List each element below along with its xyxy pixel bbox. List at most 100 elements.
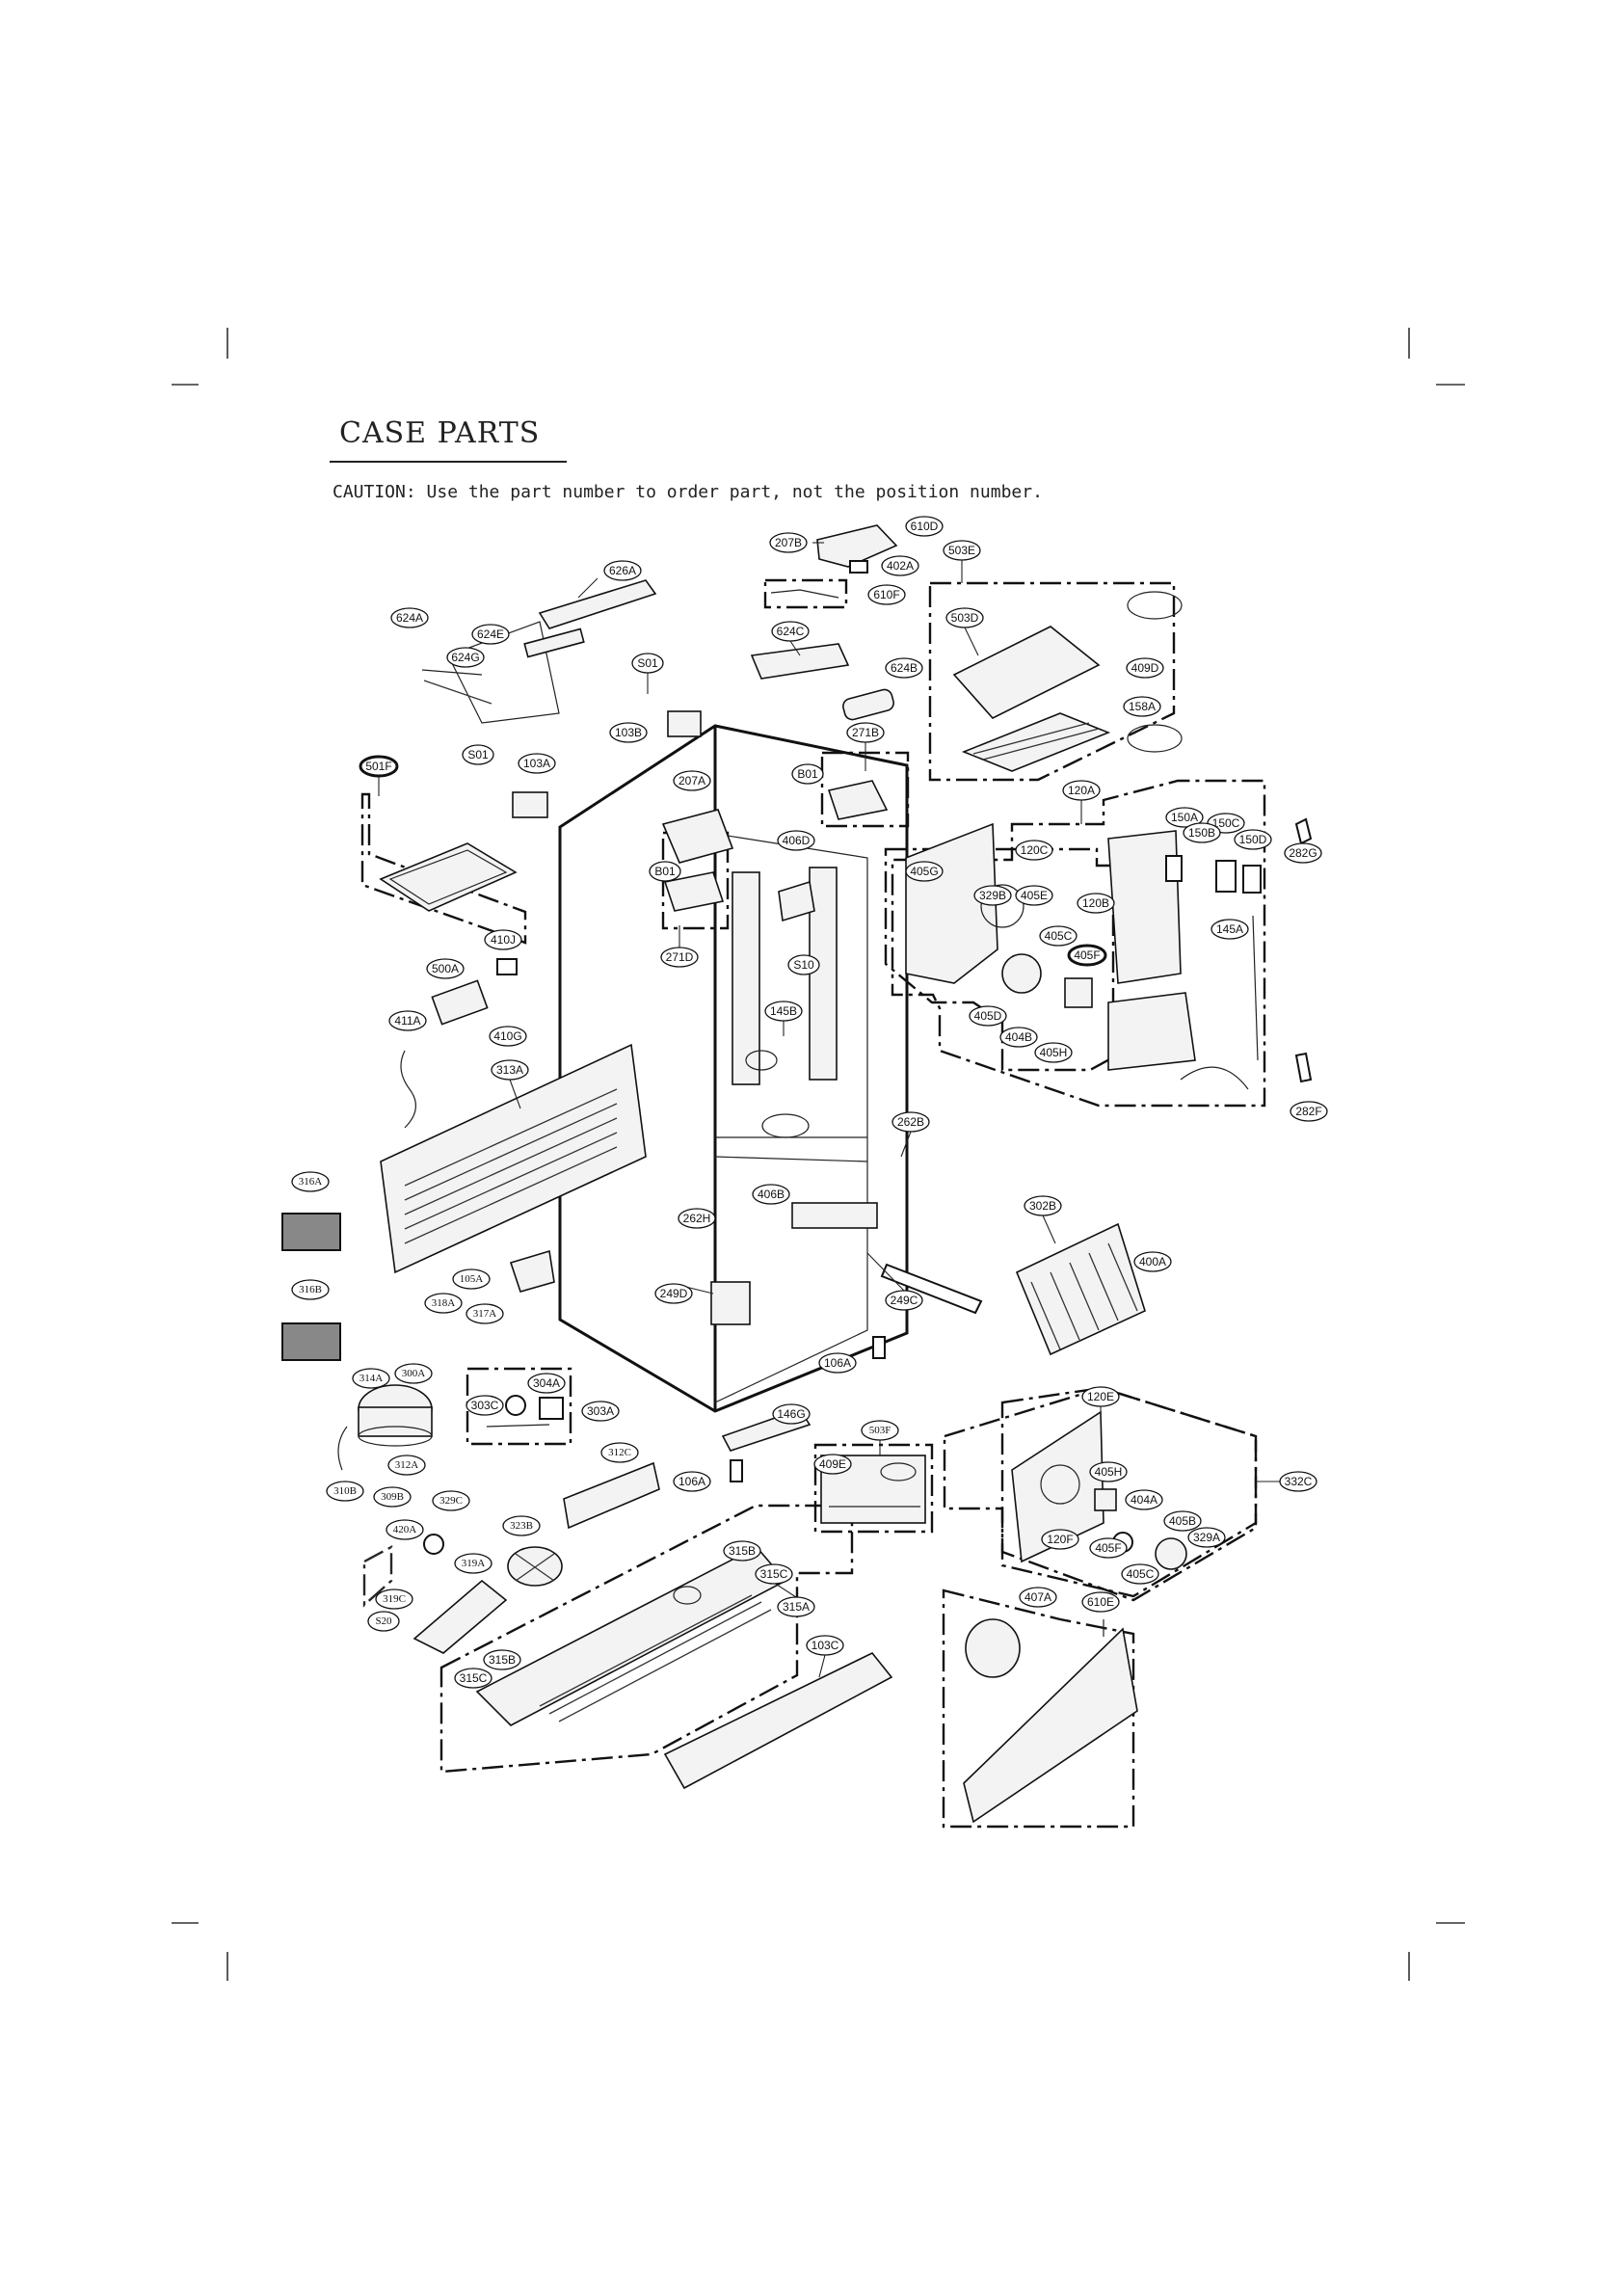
callout-oval [491, 1059, 529, 1081]
callout-317a: 317A [466, 1303, 504, 1324]
callout-315a: 315A [777, 1596, 815, 1617]
callout-309b: 309B [373, 1486, 412, 1508]
callout-oval [1121, 1563, 1159, 1585]
parts-right [905, 817, 1313, 1090]
callout-oval [375, 1589, 413, 1610]
callout-s20: S20 [367, 1611, 400, 1632]
parts-top-center [512, 524, 898, 922]
hinge-207a [661, 809, 734, 864]
callout-text: 329A [1193, 1531, 1220, 1544]
page-title: CASE PARTS [339, 416, 541, 450]
callout-text: 329B [979, 889, 1006, 902]
callout-text: 249D [660, 1287, 688, 1300]
motor-404b [1064, 977, 1093, 1008]
panel-501f [379, 842, 518, 912]
callout-text: 318A [432, 1297, 456, 1309]
gear-420a [423, 1534, 444, 1555]
callout-oval [1015, 840, 1053, 861]
callout-oval [527, 1373, 566, 1394]
callout-oval [891, 1111, 930, 1133]
pcb-500a [431, 979, 489, 1026]
callout-oval [818, 1352, 857, 1374]
callout-text: 303C [471, 1399, 499, 1412]
callout-text: 503E [948, 544, 975, 557]
callout-oval [609, 722, 648, 743]
crisper-rail [791, 1202, 878, 1229]
callout-106a: 106A [673, 1471, 711, 1492]
callout-text: 103C [812, 1639, 839, 1652]
callout-s01: S01 [631, 653, 664, 674]
callout-oval [1077, 893, 1115, 914]
callout-text: 406B [758, 1188, 785, 1201]
callout-oval [1279, 1471, 1317, 1492]
callout-text: 106A [678, 1475, 705, 1488]
callout-text: 282F [1295, 1105, 1321, 1118]
relay-group-303 [486, 1395, 564, 1428]
callout-text: 624B [891, 661, 918, 675]
callout-text: 624E [477, 627, 504, 641]
motor-404a [1094, 1488, 1117, 1511]
callout-text: 405B [1169, 1514, 1196, 1528]
callout-103a: 103A [518, 753, 556, 774]
callout-oval [502, 1515, 541, 1536]
callout-207a: 207A [673, 770, 711, 791]
callout-oval [905, 861, 944, 882]
callout-text: 282G [1289, 846, 1317, 860]
callout-312c: 312C [600, 1442, 639, 1463]
callout-text: 420A [393, 1524, 417, 1535]
callout-text: 315B [489, 1653, 516, 1667]
callout-312a: 312A [387, 1455, 426, 1476]
callout-text: 105A [460, 1273, 484, 1285]
panel-120f [1011, 1410, 1104, 1563]
callout-oval [1041, 1529, 1079, 1550]
callout-oval [1019, 1587, 1057, 1608]
callout-text: 309B [381, 1491, 404, 1503]
callout-405g: 405G [905, 861, 944, 882]
callout-text: 404B [1005, 1030, 1032, 1044]
callout-404b: 404B [999, 1027, 1038, 1048]
vent-grille [404, 1088, 618, 1244]
housing-lower [1107, 992, 1196, 1071]
callout-text: 262B [897, 1115, 924, 1129]
callout-303c: 303C [466, 1395, 504, 1416]
callout-oval [1015, 885, 1053, 906]
grille-103c [663, 1652, 893, 1790]
callout-407a: 407A [1019, 1587, 1057, 1608]
callout-146g: 146G [772, 1403, 811, 1425]
callout-262b: 262B [891, 1111, 930, 1133]
callout-oval [813, 1454, 852, 1475]
callout-text: 120E [1087, 1390, 1114, 1403]
callout-text: 120C [1021, 843, 1049, 857]
callout-text: 624C [777, 625, 805, 638]
callout-oval [1067, 944, 1107, 967]
callout-text: 405C [1045, 929, 1073, 943]
callout-text: 150B [1188, 826, 1215, 840]
callout-oval [969, 1005, 1007, 1027]
callout-text: 410G [493, 1029, 521, 1043]
callout-text: 315C [460, 1671, 488, 1685]
callout-oval [454, 1668, 492, 1689]
callout-329c: 329C [432, 1490, 470, 1511]
callout-oval [945, 607, 984, 628]
callout-271b: 271B [846, 722, 885, 743]
callout-oval [1089, 1461, 1128, 1482]
callout-oval [432, 1490, 470, 1511]
fan-407a [965, 1618, 1021, 1678]
callout-text: 315B [729, 1544, 756, 1558]
callout-oval [1187, 1527, 1226, 1548]
callout-oval [631, 653, 664, 674]
callout-oval [388, 1010, 427, 1031]
callout-oval [471, 624, 510, 645]
callout-316a: 316A [291, 1171, 330, 1192]
handle-626a [538, 579, 657, 629]
callout-oval [452, 1268, 491, 1290]
callout-150d: 150D [1234, 829, 1272, 850]
callout-316b: 316B [291, 1279, 330, 1300]
duct-rail-right [809, 867, 838, 1081]
callout-120c: 120C [1015, 840, 1053, 861]
callout-624b: 624B [885, 657, 923, 679]
swatch-316b [281, 1322, 341, 1361]
callout-text: 315A [783, 1600, 810, 1614]
callout-158a: 158A [1123, 696, 1161, 717]
